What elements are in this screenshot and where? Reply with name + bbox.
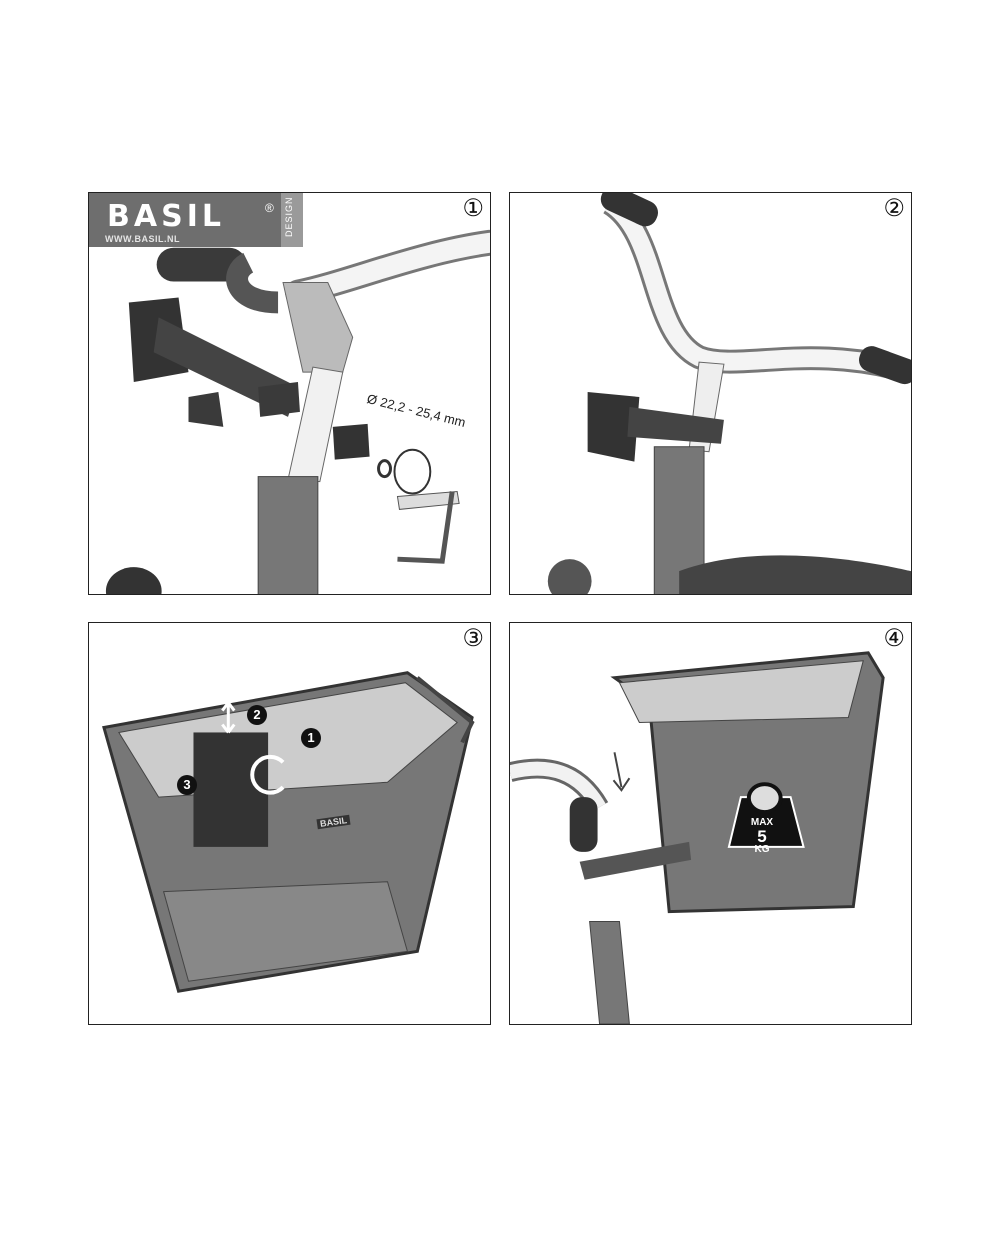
grip xyxy=(156,247,247,282)
logo-tag: DESIGN xyxy=(284,196,294,237)
weight-unit: KG xyxy=(754,844,770,855)
logo-registered: ® xyxy=(265,201,274,215)
step-marker-1: 1 xyxy=(301,728,321,748)
step-marker-3: 3 xyxy=(177,775,197,795)
step-number: ④ xyxy=(883,625,905,652)
step-number: ③ xyxy=(462,625,484,652)
basket-adapter-illustration xyxy=(102,671,475,993)
panel-step-1: BASIL ® WWW.BASIL.NL DESIGN Ø 22,2 - 25,… xyxy=(88,192,491,595)
step-marker-2: 2 xyxy=(247,705,267,725)
basket-attach-illustration xyxy=(510,651,885,1024)
basil-logo: BASIL ® WWW.BASIL.NL DESIGN xyxy=(89,193,303,247)
step-number: ① xyxy=(462,195,484,222)
panel-step-2: ② xyxy=(509,192,912,595)
max-weight-badge: MAX 5 KG xyxy=(736,785,788,855)
weight-max-label: MAX xyxy=(750,817,774,828)
panel-step-4: MAX 5 KG ④ xyxy=(509,622,912,1025)
logo-url: WWW.BASIL.NL xyxy=(105,234,180,244)
panel-step-3: 2 1 3 BASIL ③ xyxy=(88,622,491,1025)
step-number: ② xyxy=(883,195,905,222)
weight-value: 5 xyxy=(757,827,767,846)
mounted-bracket-illustration xyxy=(547,193,911,594)
handlebar-clamp-illustration xyxy=(105,229,490,594)
logo-brand: BASIL xyxy=(107,199,225,234)
